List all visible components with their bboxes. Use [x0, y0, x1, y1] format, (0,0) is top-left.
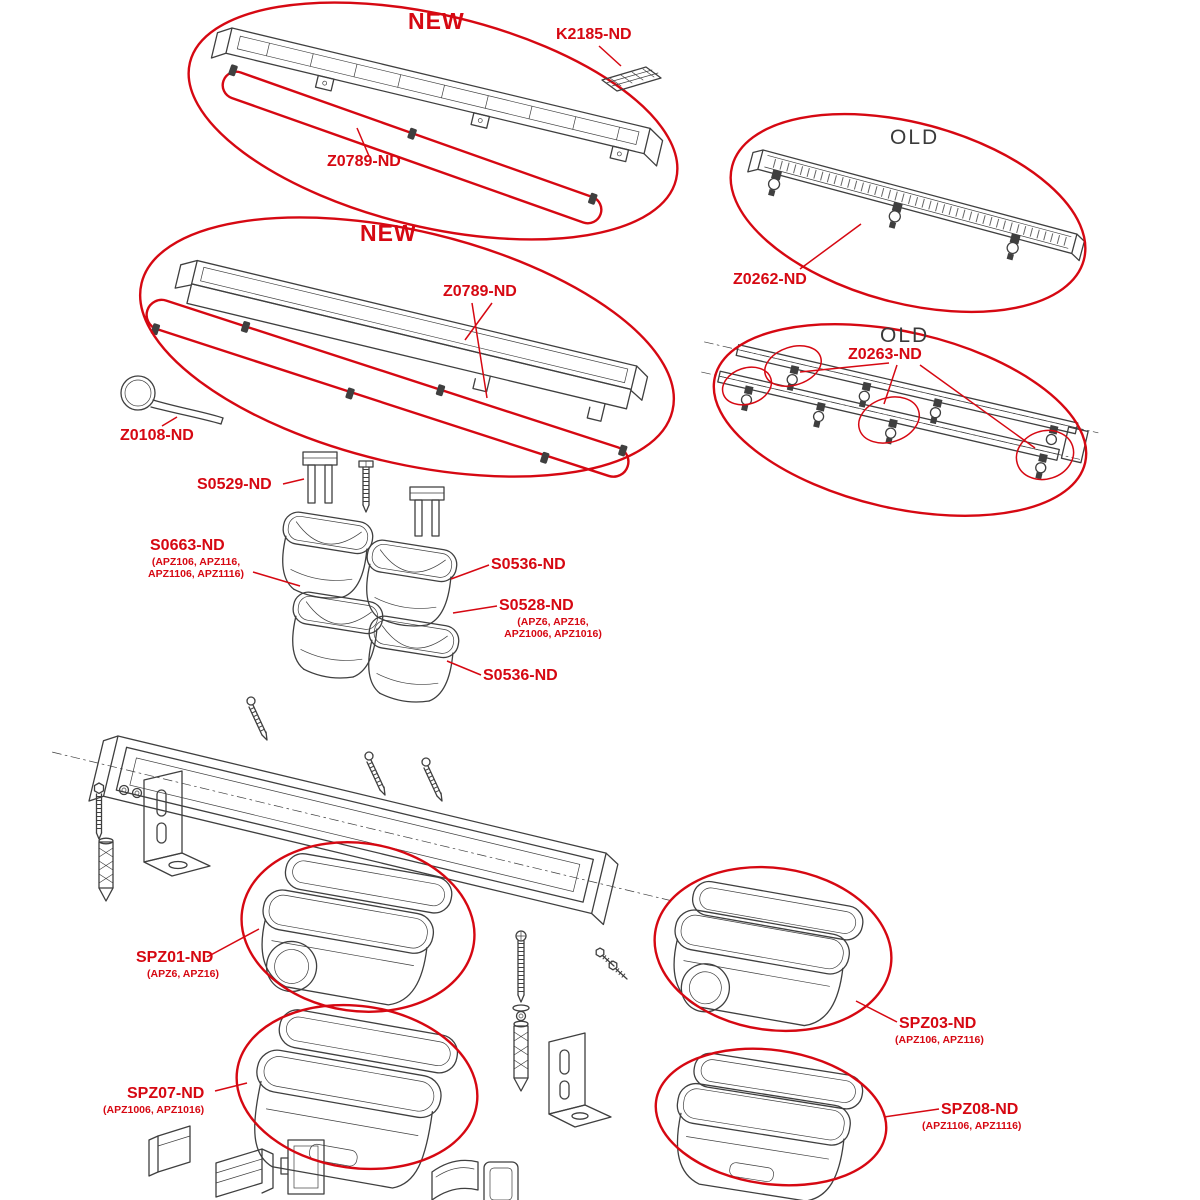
leader-z0789-bottom — [464, 302, 493, 399]
hardware-left — [93, 782, 143, 902]
highlight-old-bottom — [712, 322, 1088, 518]
label-z0263: Z0263-ND — [848, 346, 922, 363]
label-spz08-models: (APZ1106, APZ1116) — [922, 1120, 1022, 1132]
highlight-old-top — [729, 112, 1087, 314]
highlight-new-bottom — [138, 216, 676, 478]
leader-s0536-lower — [446, 660, 482, 676]
hardware-right — [512, 930, 628, 1092]
installation-frame — [52, 735, 671, 926]
body-spz07 — [254, 1049, 442, 1189]
leader-spz08 — [883, 1108, 940, 1118]
highlight-new-top — [187, 1, 679, 241]
label-spz01-models: (APZ6, APZ16) — [147, 968, 219, 980]
label-s0528-models: (APZ6, APZ16, APZ1006, APZ1016) — [504, 616, 602, 641]
label-spz07-models: (APZ1006, APZ1016) — [103, 1104, 205, 1116]
label-s0536-upper: S0536-ND — [491, 556, 566, 573]
tool-z0108 — [120, 375, 224, 425]
gasket-spz08 — [693, 1052, 864, 1110]
label-spz08: SPZ08-ND — [941, 1101, 1019, 1118]
leader-z0108 — [161, 416, 178, 427]
gasket-spz03 — [691, 880, 864, 941]
label-spz03: SPZ03-ND — [899, 1015, 977, 1032]
label-spz07: SPZ07-ND — [127, 1085, 205, 1102]
frame-screw-3 — [421, 757, 443, 802]
end-caps-middle — [431, 1159, 519, 1200]
body-spz03 — [673, 909, 850, 1027]
bracket-right — [548, 1032, 612, 1128]
leader-spz07 — [214, 1082, 248, 1092]
label-s0528: S0528-ND — [499, 597, 574, 614]
label-k2185: K2185-ND — [556, 26, 632, 43]
basket-upper-left — [282, 511, 374, 599]
clip-s0529-left — [302, 451, 338, 504]
gasket-spz01 — [284, 853, 453, 914]
label-s0536-lower: S0536-ND — [483, 667, 558, 684]
label-s0663: S0663-ND — [150, 537, 225, 554]
label-z0262: Z0262-ND — [733, 271, 807, 288]
label-z0789-bottom: Z0789-ND — [443, 283, 517, 300]
highlight-clip-2 — [764, 345, 822, 387]
label-s0663-models: (APZ106, APZ116, APZ1106, APZ1116) — [148, 556, 244, 581]
bracket-left — [143, 770, 211, 877]
basket-lower-left — [292, 591, 384, 679]
leader-k2185 — [598, 45, 622, 67]
gasket-spz07 — [278, 1009, 459, 1074]
label-spz01: SPZ01-ND — [136, 949, 214, 966]
highlight-clip-3 — [857, 396, 921, 444]
channel-new-bottom — [174, 259, 649, 422]
gasket-new-bottom — [145, 298, 630, 478]
leader-z0263 — [799, 362, 1036, 449]
badge-new-top: NEW — [408, 8, 465, 34]
frame-screw-2 — [364, 751, 386, 796]
leader-spz03 — [855, 1000, 898, 1023]
rail-old-bottom — [701, 341, 1099, 480]
leader-spz01 — [206, 928, 260, 958]
label-z0789-top: Z0789-ND — [327, 153, 401, 170]
badge-new-bottom: NEW — [360, 220, 417, 246]
highlight-spz07 — [235, 1003, 479, 1171]
part-k2185 — [601, 66, 662, 92]
highlight-spz03 — [653, 865, 893, 1033]
rail-old-top — [747, 149, 1085, 262]
leader-z0262 — [799, 223, 862, 270]
highlight-spz08 — [654, 1047, 888, 1187]
leader-s0528 — [452, 605, 498, 614]
highlight-clip-1 — [721, 366, 773, 406]
label-spz03-models: (APZ106, APZ116) — [895, 1034, 984, 1046]
badge-old-top: OLD — [890, 126, 940, 149]
screw-s0529 — [358, 460, 374, 513]
highlight-clip-4 — [1015, 429, 1075, 481]
body-spz01 — [261, 889, 435, 1006]
end-caps-left — [148, 1125, 325, 1198]
clip-s0529-right — [409, 486, 445, 537]
badge-old-bottom: OLD — [880, 324, 930, 347]
body-spz08 — [676, 1082, 851, 1200]
leader-s0536-upper — [450, 564, 490, 580]
frame-new-top — [210, 27, 664, 167]
basket-upper-right — [366, 539, 458, 627]
gasket-new-top — [221, 64, 603, 225]
basket-lower-right — [368, 615, 460, 703]
leader-z0789-top — [356, 127, 370, 157]
frame-screw-1 — [246, 696, 268, 741]
leader-s0663 — [252, 571, 301, 587]
highlight-spz01 — [240, 841, 476, 1013]
label-z0108: Z0108-ND — [120, 427, 194, 444]
label-s0529: S0529-ND — [197, 476, 272, 493]
leader-s0529 — [282, 478, 305, 485]
